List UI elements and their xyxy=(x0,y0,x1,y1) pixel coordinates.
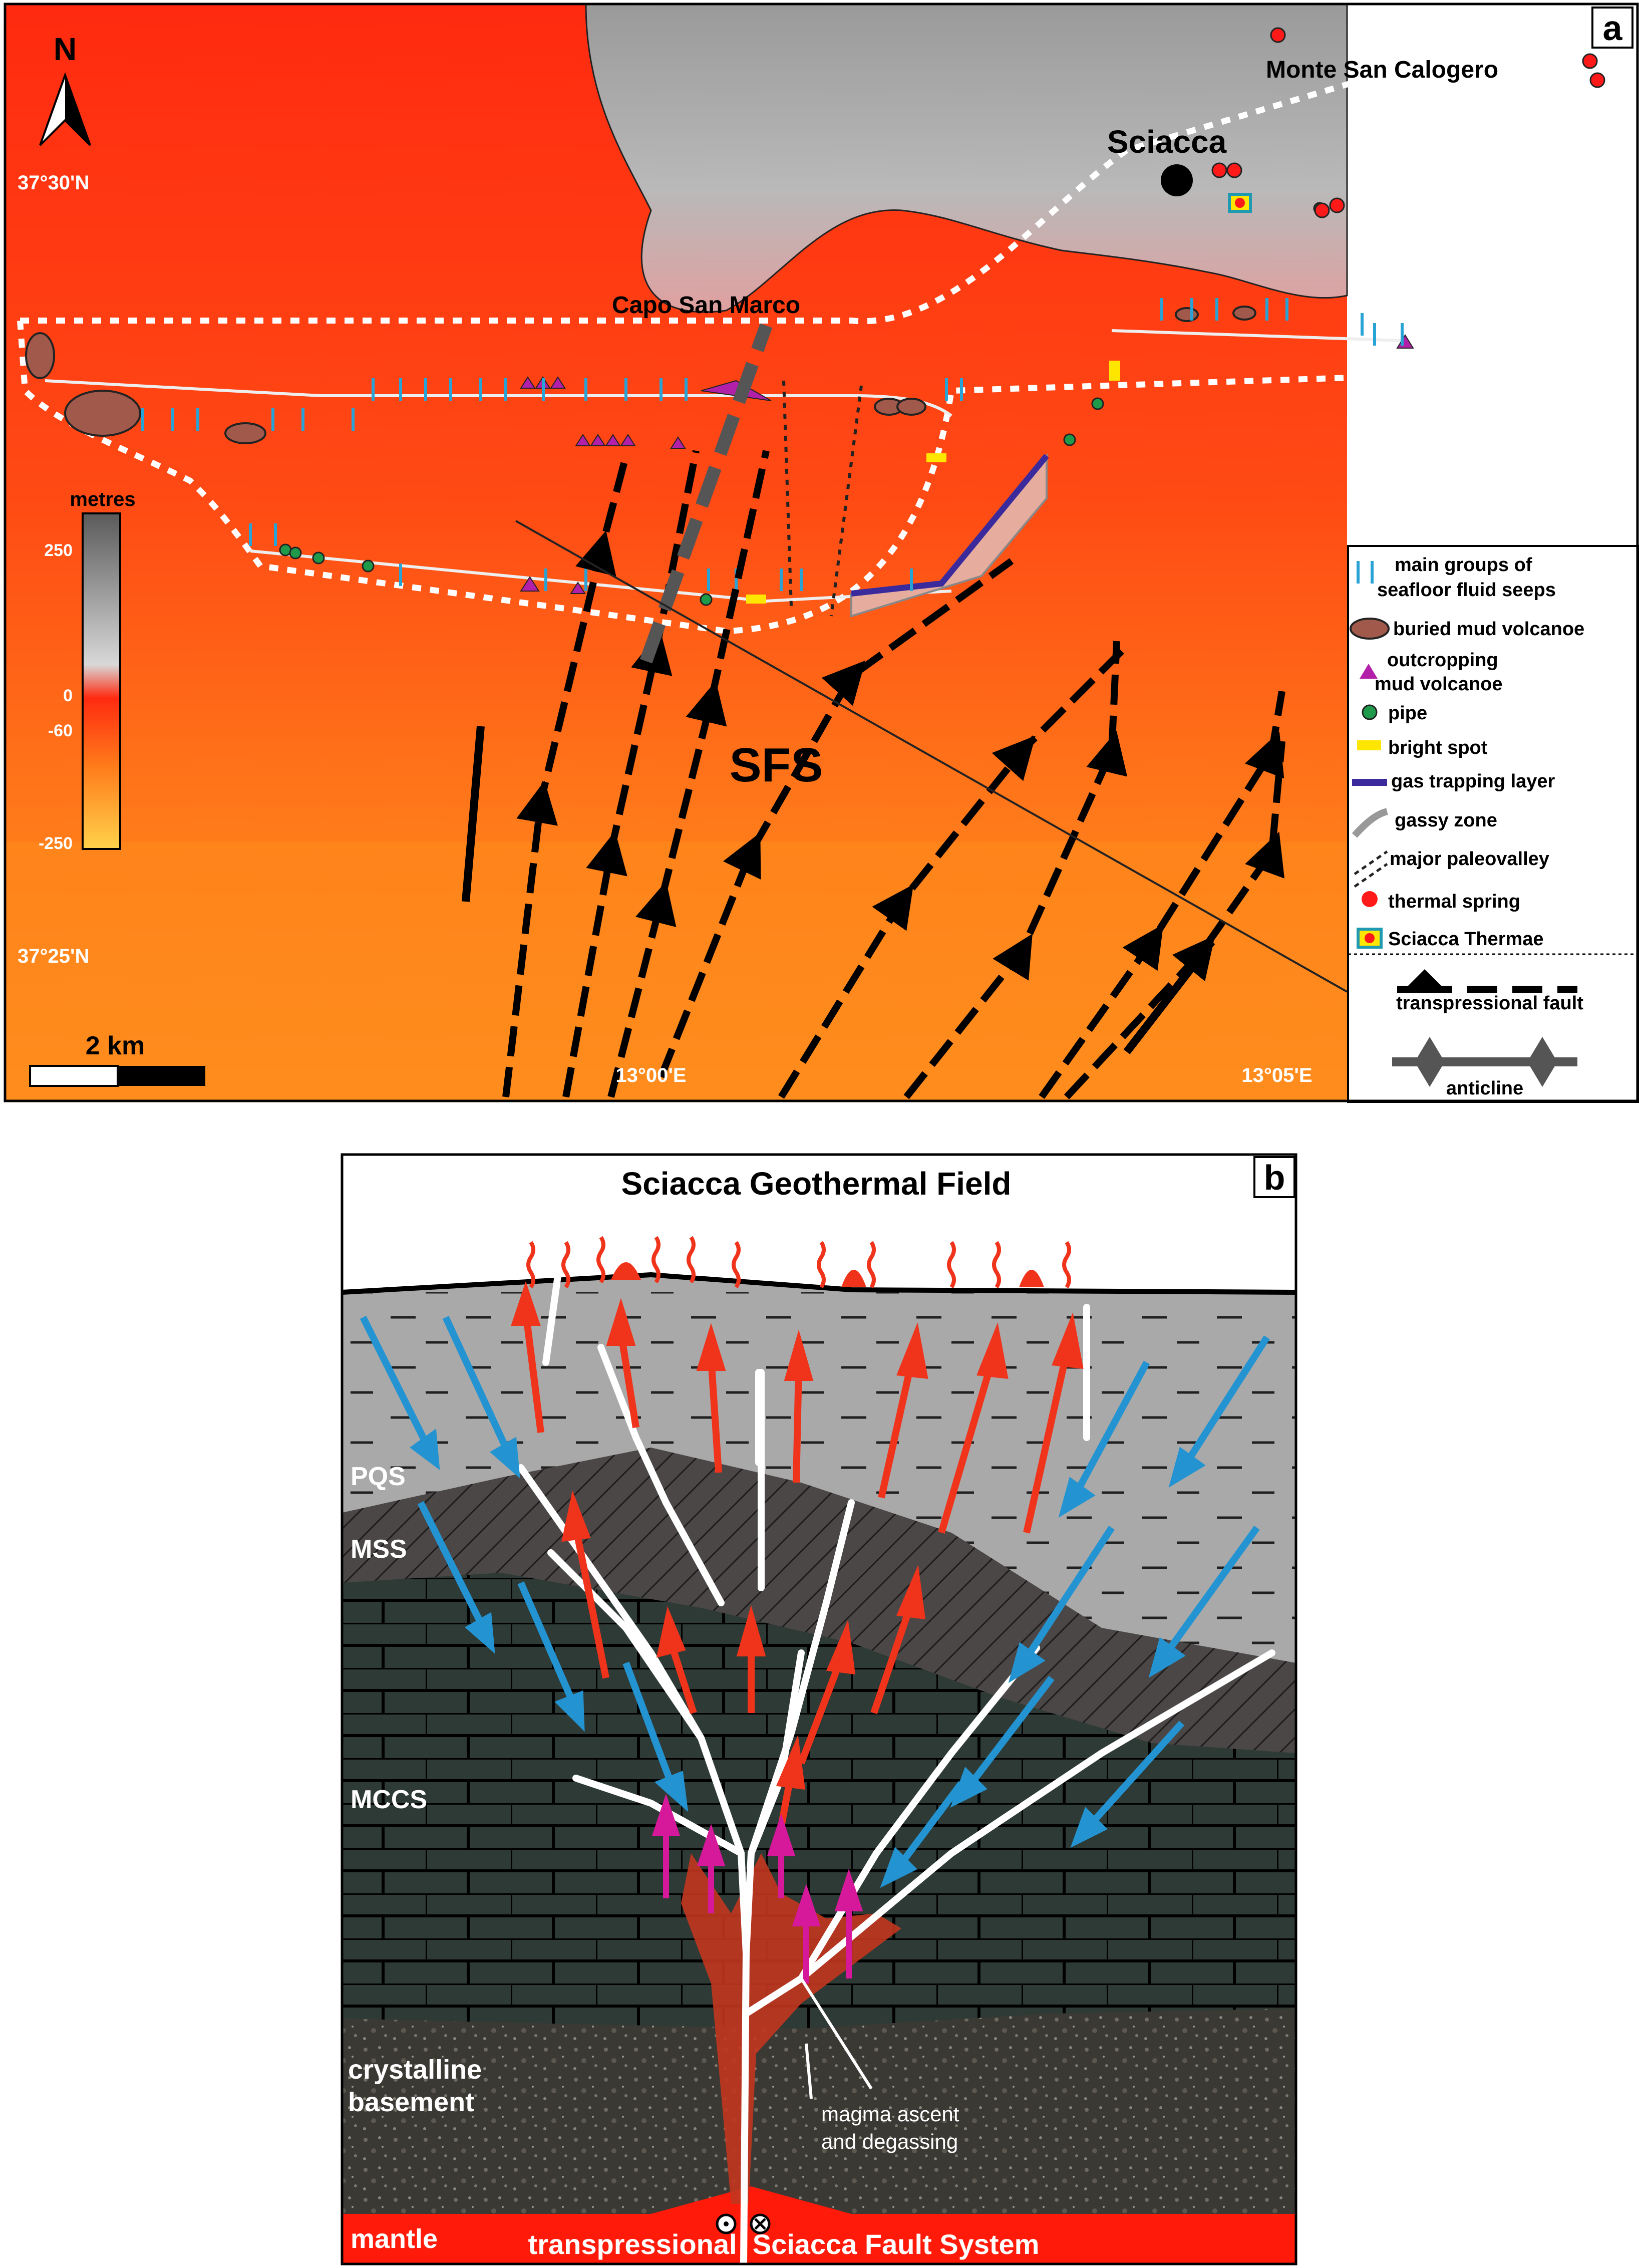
panel-letter-box-b xyxy=(1253,1156,1295,1198)
depth-tick-minus60: -60 xyxy=(48,721,73,740)
scale-bar-label: 2 km xyxy=(86,1031,145,1060)
legend-paleovalley: major paleovalley xyxy=(1390,848,1549,870)
layer-label-mss: MSS xyxy=(351,1535,407,1564)
legend-buried-mud-volcano-icon xyxy=(1350,618,1390,640)
legend-outcropping-2: mud volcanoe xyxy=(1375,674,1503,695)
fault-system-bottom-label: transpressional Sciacca Fault System xyxy=(528,2228,1040,2260)
sinistral-arrow-west xyxy=(462,726,485,902)
legend-anticline: anticline xyxy=(1446,1078,1523,1099)
sciacca-town-dot xyxy=(1161,164,1193,196)
annotation-arrow-1 xyxy=(805,2043,813,2099)
north-letter: N xyxy=(54,31,77,67)
gas-trapping-layer xyxy=(851,454,1049,597)
annotation-arrow-2 xyxy=(800,1977,873,2090)
paleovalleys xyxy=(782,380,863,617)
lat-label-south: 37°25'N xyxy=(18,945,89,967)
layer-label-mantle: mantle xyxy=(351,2224,438,2254)
depth-tick-0: 0 xyxy=(63,686,73,705)
legend-gassy-zone: gassy zone xyxy=(1395,810,1497,831)
layer-label-pqs: PQS xyxy=(351,1462,406,1491)
magma-arrows xyxy=(651,1794,863,1983)
panel-b-frame xyxy=(341,1153,1297,2265)
annotation-magma-1: magma ascent xyxy=(821,2102,959,2126)
legend-outcropping-1: outcropping xyxy=(1387,650,1498,671)
mountain-label: Monte San Calogero xyxy=(1266,57,1498,83)
surface-mounds xyxy=(611,1262,1044,1287)
legend-seeps-1: main groups of xyxy=(1395,554,1532,576)
cape-label: Capo San Marco xyxy=(612,292,800,319)
mantle-layer xyxy=(342,2186,1296,2264)
mccs-layer xyxy=(342,1573,1296,2044)
surface-vents xyxy=(526,1236,1071,1289)
panel-letter-box-a xyxy=(1591,7,1633,49)
buried-mud-volcanoes xyxy=(25,306,1256,444)
panel-b-cross-section: Sciacca Geothermal Field b PQS MSS MCCS … xyxy=(341,1153,1297,2267)
strike-slip-symbols xyxy=(716,2213,771,2234)
seawater-arrows xyxy=(360,1315,1270,1888)
fault-tree xyxy=(517,1269,1275,2267)
legend-seep-arrows-icon xyxy=(1357,561,1374,584)
legend-bright-spot: bright spot xyxy=(1388,737,1488,758)
panel-a-frame xyxy=(4,3,1639,1102)
scale-bar-black xyxy=(118,1066,205,1086)
legend-thermal-spring-icon xyxy=(1362,891,1378,907)
map-legend: main groups of seafloor fluid seeps buri… xyxy=(1347,545,1639,1103)
legend-bright-spot-icon xyxy=(1357,740,1381,750)
layer-label-crystalline: crystalline xyxy=(348,2055,482,2085)
legend-gassy-zone-icon xyxy=(1352,808,1388,838)
legend-gas-layer: gas trapping layer xyxy=(1391,771,1555,792)
legend-seeps-2: seafloor fluid seeps xyxy=(1377,580,1556,601)
sciacca-thermae-symbol xyxy=(1228,193,1252,213)
thermal-springs xyxy=(1211,27,1605,218)
legend-pipe-icon xyxy=(1362,704,1378,720)
fault-system-label: SFS xyxy=(730,738,823,792)
annotation-magma-2: and degassing xyxy=(821,2130,958,2153)
lower-orange-band xyxy=(5,841,1347,1101)
lat-label-north: 37°30'N xyxy=(18,172,89,194)
land-area xyxy=(585,3,1348,313)
basement-layer xyxy=(342,2009,1296,2231)
legend-fault-tooth xyxy=(1405,969,1445,989)
panel-letter-b: b xyxy=(1264,1158,1285,1197)
panel-b-title: Sciacca Geothermal Field xyxy=(621,1166,1012,1202)
legend-pipe: pipe xyxy=(1388,703,1427,724)
lon-label-west: 13°00'E xyxy=(615,1064,686,1086)
section-line xyxy=(515,520,1348,993)
ground-surface xyxy=(342,1272,1296,1295)
depth-scale-bar xyxy=(82,512,121,850)
legend-paleovalley-icon xyxy=(1354,850,1388,888)
gassy-zone-track-east xyxy=(1111,329,1403,342)
scale-bar-white xyxy=(29,1065,119,1087)
legend-thermal-spring: thermal spring xyxy=(1388,891,1520,912)
depth-tick-250: 250 xyxy=(44,541,73,560)
town-label: Sciacca xyxy=(1107,124,1227,160)
depth-scale-title: metres xyxy=(70,488,135,510)
layer-label-mccs: MCCS xyxy=(351,1785,427,1814)
faults xyxy=(502,450,1285,1099)
north-arrow-icon xyxy=(39,72,91,146)
bright-spots xyxy=(746,361,1120,604)
hot-fluid-arrows xyxy=(511,1281,1084,1854)
layer-label-basement: basement xyxy=(348,2087,474,2117)
seep-arrows xyxy=(141,298,1404,591)
legend-fault: transpressional fault xyxy=(1396,993,1583,1014)
legend-thermae-dot xyxy=(1365,933,1375,943)
depth-tick-minus250: -250 xyxy=(39,834,73,853)
lon-label-east: 13°05'E xyxy=(1241,1064,1312,1086)
study-area-outline xyxy=(17,17,1598,635)
panel-a-map: N a 37°30'N 37°25'N 13°00'E 13°05'E Scia… xyxy=(4,3,1639,1103)
legend-buried: buried mud volcanoe xyxy=(1393,619,1584,640)
into-page-cross xyxy=(754,2218,766,2230)
out-of-page-dot xyxy=(724,2221,729,2226)
legend-anticline-diamond-1 xyxy=(1415,1037,1445,1087)
legend-thermae: Sciacca Thermae xyxy=(1388,929,1544,950)
legend-outcropping-icon xyxy=(1360,664,1378,679)
sinistral-arrow-east xyxy=(1123,939,1215,1054)
panel-letter-a: a xyxy=(1603,9,1623,48)
legend-gas-layer-icon xyxy=(1352,779,1387,786)
legend-anticline-diamond-2 xyxy=(1527,1037,1557,1087)
